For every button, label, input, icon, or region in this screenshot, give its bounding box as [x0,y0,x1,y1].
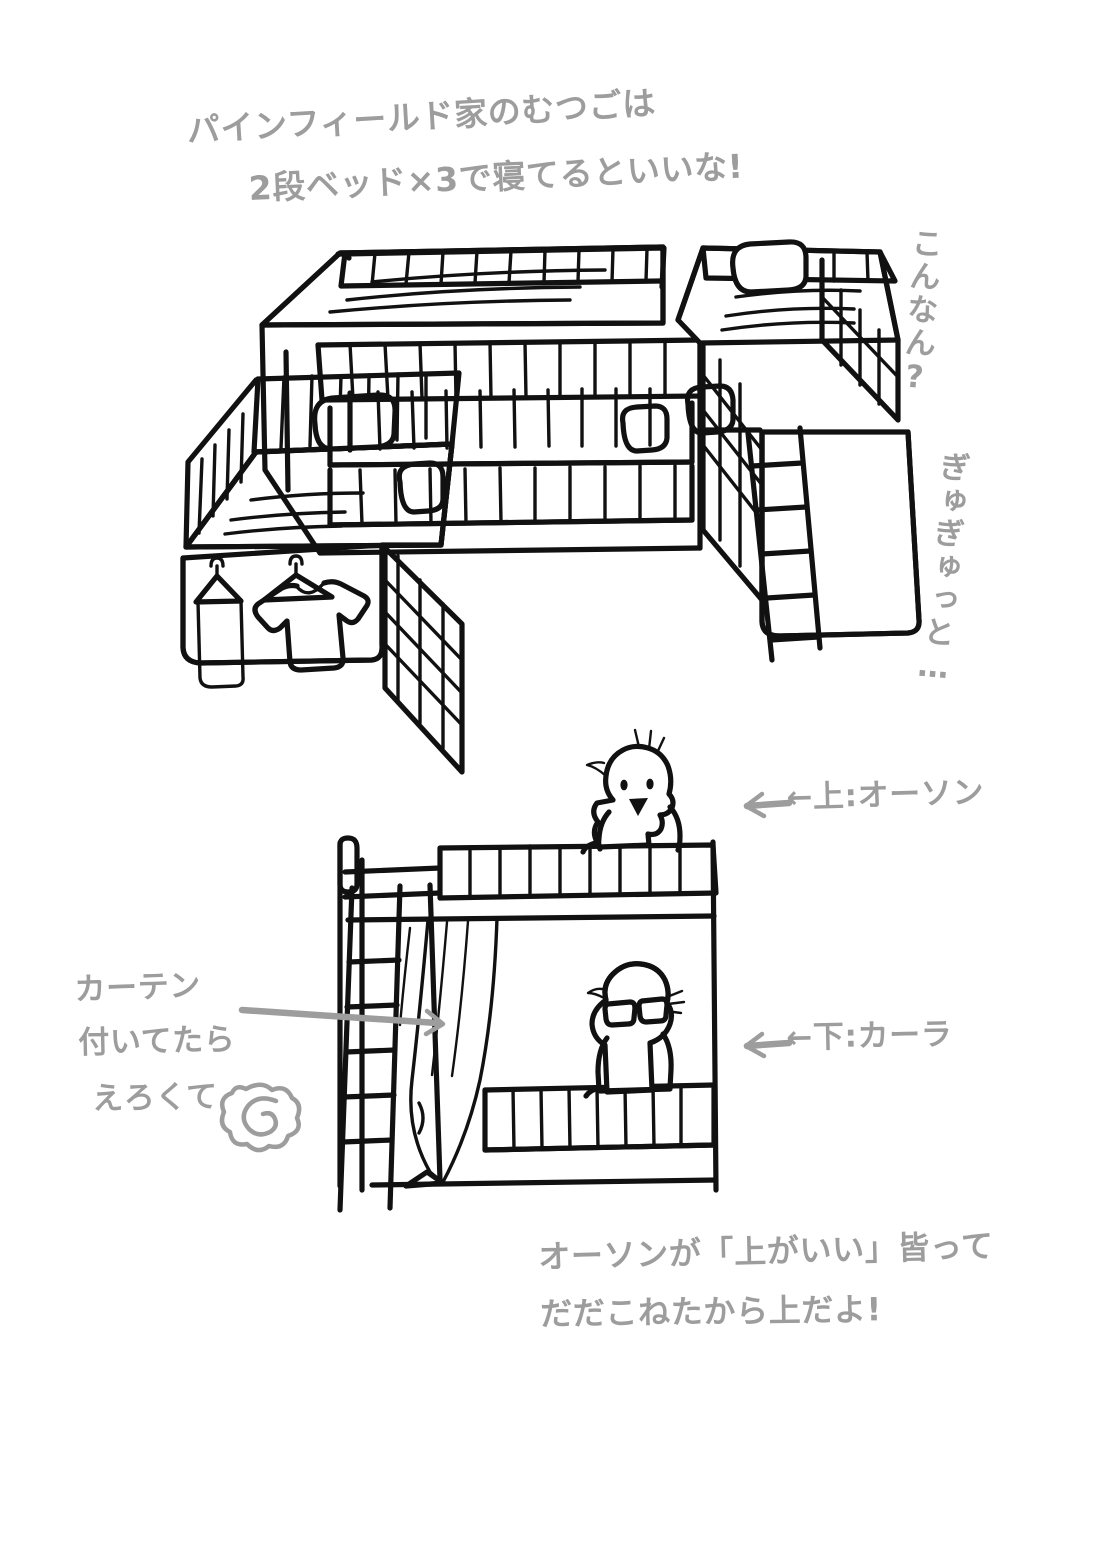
curtain-leader-arrow [238,1006,446,1037]
curtain-note-line-2: 付いてたら [77,1021,236,1061]
curtain-note-line-1: カーテン [73,967,202,1008]
label-top-bunk-occupant: ←上:オーソン [785,774,985,816]
label-bottom-bunk-occupant: ←下:カーラ [785,1016,953,1056]
bottom-bunk-arrow [743,1031,793,1059]
footer-line-2: だだこねたから上だよ! [539,1290,883,1333]
curtain-note-line-3: えろくて [91,1078,219,1117]
flower-doodle-icon [219,1082,302,1153]
footer-line-1: オーソンが「上がいい」皆って [537,1226,995,1276]
top-bunk-arrow [743,791,793,819]
